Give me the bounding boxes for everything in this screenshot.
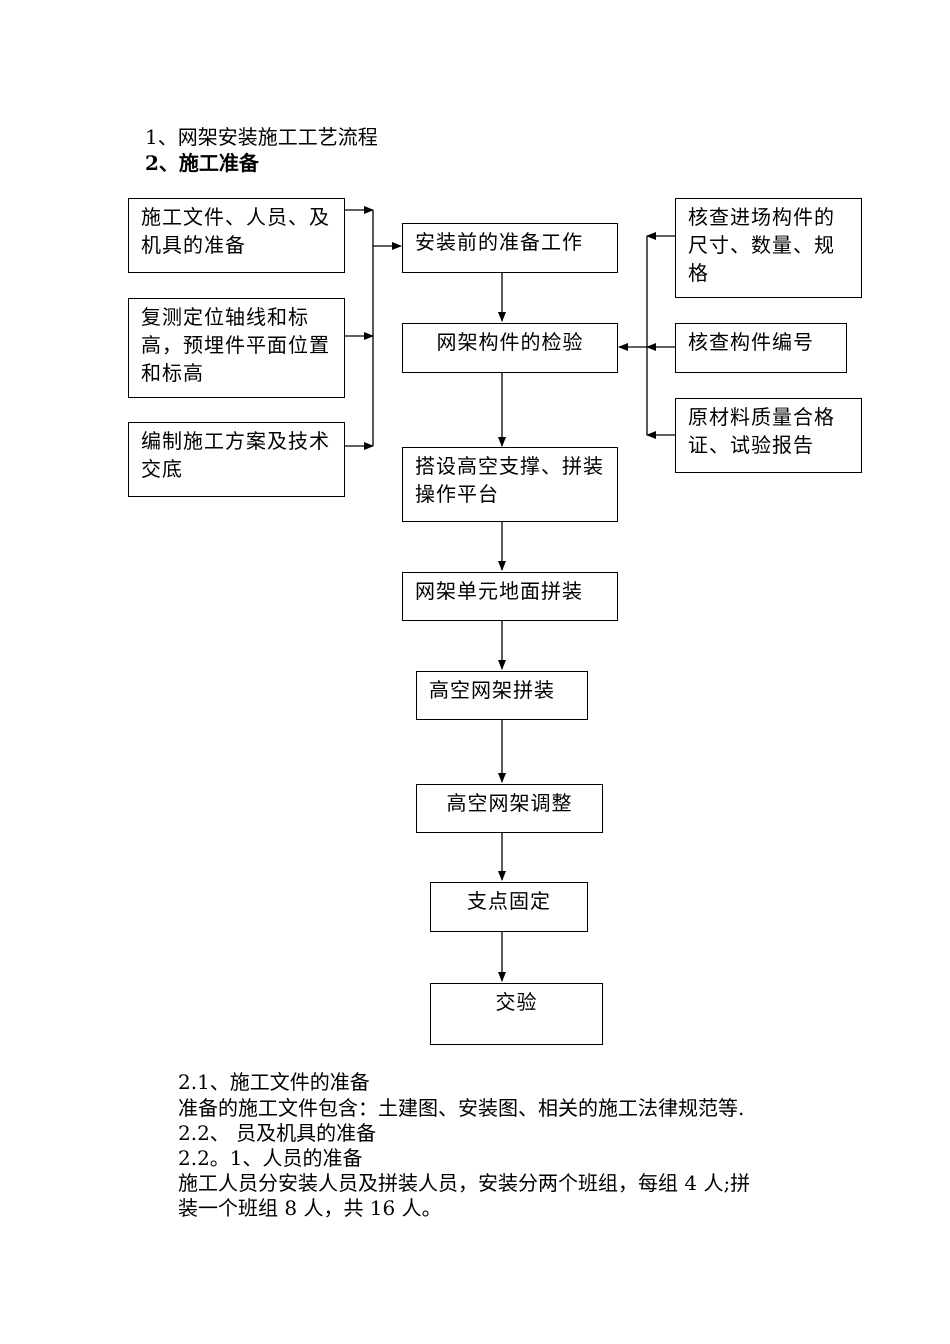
heading-process-flow: 1、网架安装施工工艺流程 <box>145 125 378 149</box>
left-box-axis-elevation: 复测定位轴线和标高，预埋件平面位置和标高 <box>128 298 345 398</box>
step-aerial-assembly: 高空网架拼装 <box>416 671 588 720</box>
right-box-material-certificates: 原材料质量合格证、试验报告 <box>675 398 862 473</box>
step-ground-assembly: 网架单元地面拼装 <box>402 572 618 621</box>
section-2-1-text: 准备的施工文件包含：土建图、安装图、相关的施工法律规范等. <box>178 1096 745 1120</box>
section-2-2-1-title: 2.2。1、人员的准备 <box>178 1146 363 1170</box>
step-scaffold-platform: 搭设高空支撑、拼装操作平台 <box>402 447 618 522</box>
section-2-2-1-text-1: 施工人员分安装人员及拼装人员，安装分两个班组，每组 4 人;拼 <box>178 1171 751 1195</box>
section-2-2-title: 2.2、 员及机具的准备 <box>178 1121 377 1145</box>
left-box-documents-personnel: 施工文件、人员、及机具的准备 <box>128 198 345 273</box>
step-component-inspection: 网架构件的检验 <box>402 323 618 373</box>
step-support-fixing: 支点固定 <box>430 882 588 932</box>
step-handover-acceptance: 交验 <box>430 983 603 1045</box>
section-2-2-1-text-2: 装一个班组 8 人，共 16 人。 <box>178 1196 442 1220</box>
right-box-check-dimensions: 核查进场构件的尺寸、数量、规格 <box>675 198 862 298</box>
right-box-check-numbers: 核查构件编号 <box>675 323 847 373</box>
step-aerial-adjustment: 高空网架调整 <box>416 784 603 833</box>
left-box-plan-disclosure: 编制施工方案及技术交底 <box>128 422 345 497</box>
step-prep-work: 安装前的准备工作 <box>402 223 618 273</box>
heading-construction-prep: 2、施工准备 <box>145 151 259 175</box>
section-2-1-title: 2.1、施工文件的准备 <box>178 1070 370 1094</box>
